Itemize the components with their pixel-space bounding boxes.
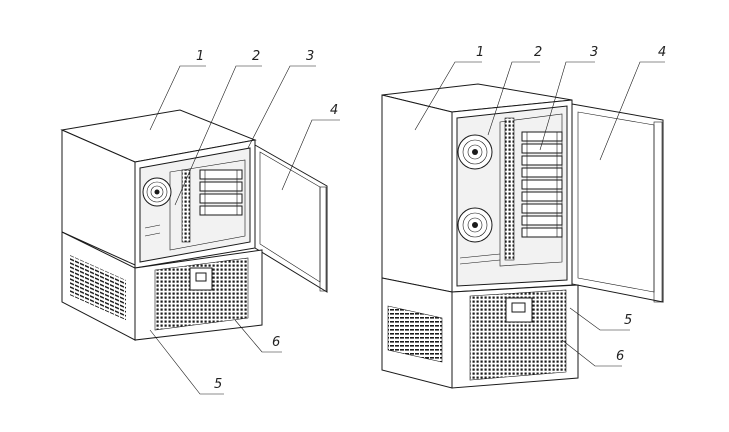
left-callout-1: 1 bbox=[196, 49, 204, 64]
right-callout-1: 1 bbox=[476, 45, 484, 60]
right-tray-stack bbox=[521, 131, 563, 238]
right-callout-3: 3 bbox=[590, 45, 598, 60]
left-blast-chiller: 1 2 3 4 6 5 bbox=[60, 49, 340, 395]
left-tray-stack bbox=[199, 169, 243, 216]
right-control-display bbox=[511, 302, 526, 313]
left-chamber-back bbox=[169, 159, 246, 251]
left-callout-5: 5 bbox=[214, 377, 222, 392]
right-side-vent bbox=[387, 305, 443, 363]
right-callout-4: 4 bbox=[658, 45, 666, 60]
right-front-grille bbox=[469, 289, 567, 381]
right-blast-chiller: 1 2 3 4 5 6 bbox=[381, 45, 666, 389]
right-side-panel bbox=[381, 94, 453, 293]
left-control-display bbox=[195, 272, 207, 282]
right-control-panel[interactable] bbox=[505, 297, 533, 323]
left-front-grille bbox=[154, 257, 249, 331]
right-fan-lower bbox=[457, 207, 493, 243]
left-callout-2: 2 bbox=[252, 49, 260, 64]
right-perforated-panel bbox=[504, 117, 515, 261]
right-callout-leaders bbox=[414, 61, 665, 367]
left-control-panel[interactable] bbox=[189, 267, 213, 291]
left-callout-leaders bbox=[149, 65, 340, 395]
left-callout-3: 3 bbox=[306, 49, 314, 64]
left-callout-4: 4 bbox=[330, 103, 338, 118]
right-callout-2: 2 bbox=[534, 45, 542, 60]
right-callout-6: 6 bbox=[616, 349, 624, 364]
right-door[interactable] bbox=[571, 103, 664, 303]
left-callout-6: 6 bbox=[272, 335, 280, 350]
left-side-vent bbox=[70, 255, 126, 321]
left-perforated-panel bbox=[181, 169, 191, 243]
left-door[interactable] bbox=[254, 144, 328, 293]
right-callout-5: 5 bbox=[624, 313, 632, 328]
right-fan-upper bbox=[457, 134, 493, 170]
